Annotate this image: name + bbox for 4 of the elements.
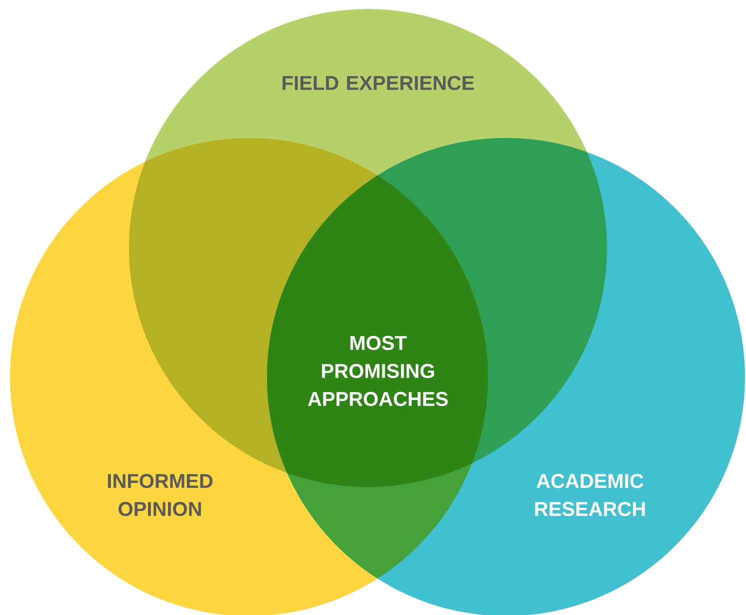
centre-label: MOST PROMISING APPROACHES <box>308 336 448 406</box>
circle-label: ACADEMIC RESEARCH <box>535 474 645 516</box>
circle-label: FIELD EXPERIENCE <box>282 76 474 90</box>
circle-label: INFORMED OPINION <box>108 474 212 516</box>
